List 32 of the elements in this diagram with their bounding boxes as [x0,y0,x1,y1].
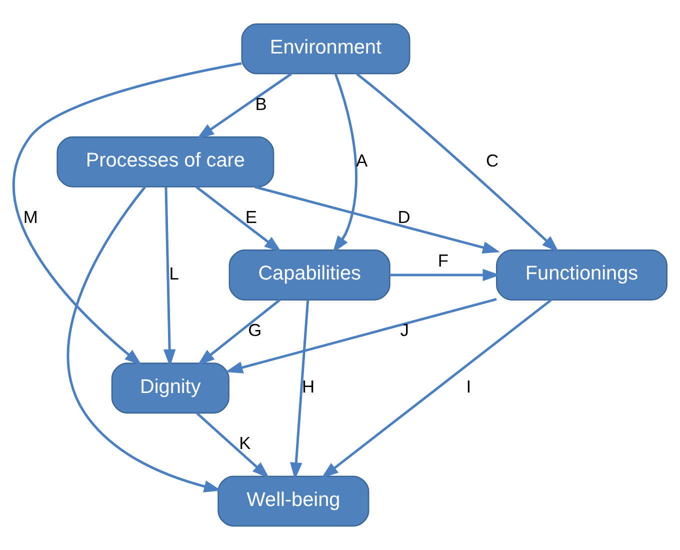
arrow [332,73,358,254]
edge-label: E [245,207,257,228]
arrow [390,268,500,282]
arrow [196,186,282,252]
edge-label: L [169,264,179,284]
edge-label: K [239,433,251,454]
arrow [321,299,552,478]
node-box: Functionings [496,250,668,300]
edge-label: G [248,320,262,340]
edge-label: B [255,94,267,114]
arrow [196,72,292,140]
node-box: Dignity [111,362,230,414]
edge-label: J [400,320,409,340]
node-box: Processes of care [56,136,274,188]
arrow [356,73,560,252]
edge-label: I [466,376,472,397]
edge-label: F [438,250,448,271]
arrow [163,187,176,367]
arrow [13,62,242,366]
edge-label: C [486,150,499,171]
arrow [290,300,310,480]
node-box: Well-being [218,476,370,527]
arrow [66,186,222,492]
node-box: Capabilities [228,250,390,300]
edge-label: H [302,376,315,397]
edge-label: D [398,207,410,228]
node-box: Environment [241,23,410,74]
arrow [196,412,270,478]
arrow [197,299,280,366]
arrow [254,186,500,254]
arrow [225,298,497,374]
edge-label: M [23,207,38,228]
